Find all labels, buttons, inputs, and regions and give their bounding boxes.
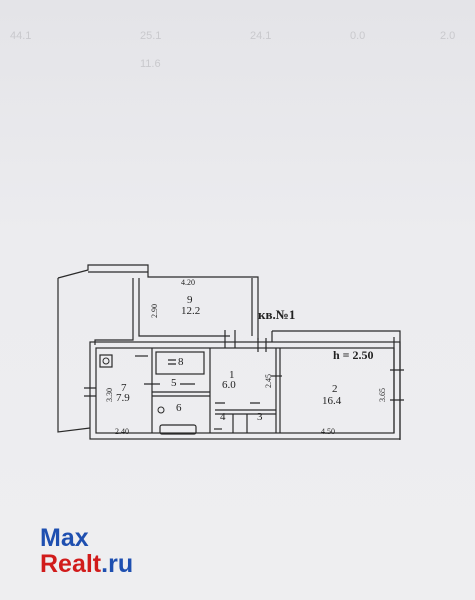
bleed-value: 25.1: [140, 30, 162, 42]
dim-middle-height: 2.45: [264, 374, 273, 388]
apartment-label: кв.№1: [258, 307, 296, 322]
room-1-number: 1: [229, 369, 235, 381]
room-8-number: 8: [178, 356, 184, 368]
room-6-number: 6: [176, 402, 182, 414]
dim-top-width: 4.20: [181, 278, 195, 287]
bleed-value: 24.1: [250, 30, 272, 42]
logo-line-2: Realt.ru: [40, 551, 133, 577]
bleed-through-text: 44.1 25.1 24.1 0.0 2.0 11.6: [0, 20, 475, 80]
dim-right-height: 3.65: [378, 388, 387, 402]
logo-ru: .ru: [101, 550, 134, 578]
room-1-area: 6.0: [222, 379, 236, 391]
dim-left-height: 3.30: [105, 388, 114, 402]
bleed-value: 11.6: [140, 58, 161, 70]
outer-outline: [57, 264, 259, 340]
room-3-number: 3: [257, 411, 263, 423]
room-5-number: 5: [171, 377, 177, 389]
room-2-area: 16.4: [322, 395, 342, 407]
room-4-number: 4: [220, 411, 226, 423]
bleed-value: 2.0: [440, 30, 456, 42]
room-9-area: 12.2: [181, 305, 201, 317]
outer-outline: [57, 278, 91, 433]
logo-line-1: Max: [40, 524, 89, 552]
dim-balcony-depth: 2.90: [150, 304, 159, 318]
room-7-area: 7.9: [116, 392, 130, 404]
maxrealt-logo[interactable]: Max Realt.ru: [40, 525, 133, 577]
dim-bottom-left: 2.40: [115, 427, 129, 436]
bleed-value: 0.0: [350, 30, 366, 42]
room-9-number: 9: [187, 294, 193, 306]
logo-realt: Realt: [40, 550, 102, 578]
room-7-number: 7: [121, 382, 127, 394]
room-2-number: 2: [332, 383, 338, 395]
bleed-value: 44.1: [10, 30, 32, 42]
dim-bottom-right: 4.50: [321, 427, 335, 436]
ceiling-height: h = 2.50: [333, 348, 374, 362]
